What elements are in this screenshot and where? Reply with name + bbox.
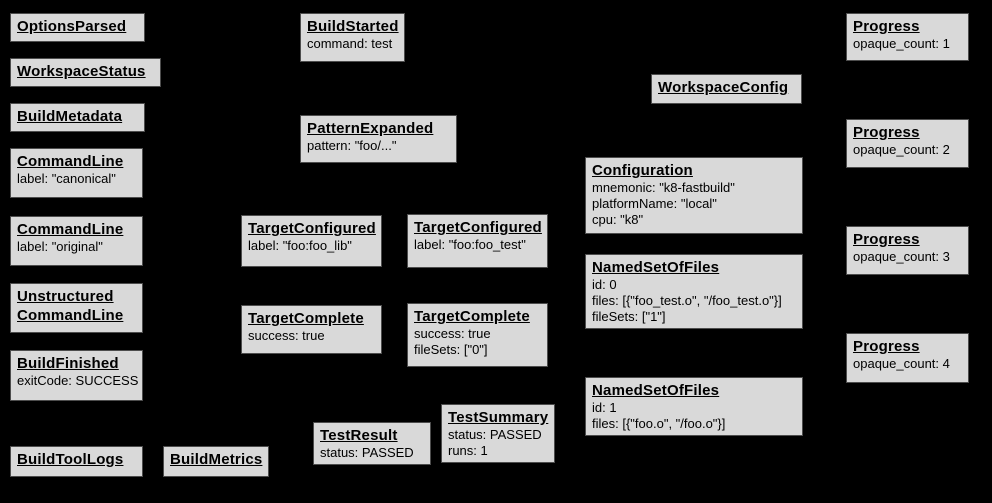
event-title: WorkspaceConfig	[658, 79, 789, 96]
event-title: TargetConfigured	[248, 220, 376, 237]
event-box-unstructured-command-line: Unstructured CommandLine	[10, 283, 143, 333]
event-field: label: "foo:foo_lib"	[248, 238, 352, 253]
event-field: fileSets: ["0"]	[414, 342, 488, 357]
event-title: TestSummary	[448, 409, 549, 426]
event-title: BuildToolLogs	[17, 451, 124, 468]
event-field: success: true	[414, 326, 491, 341]
event-box-options-parsed: OptionsParsed	[10, 13, 145, 42]
event-box-build-tool-logs: BuildToolLogs	[10, 446, 143, 477]
event-title: Configuration	[592, 162, 693, 179]
event-box-build-metadata: BuildMetadata	[10, 103, 145, 132]
event-field: status: PASSED	[320, 445, 414, 460]
event-title: BuildMetadata	[17, 108, 123, 125]
event-title: TestResult	[320, 427, 398, 444]
event-title: BuildStarted	[307, 18, 399, 35]
event-field: files: [{"foo_test.o", "/foo_test.o"}]	[592, 293, 782, 308]
event-field: pattern: "foo/..."	[307, 138, 397, 153]
event-box-build-metrics: BuildMetrics	[163, 446, 269, 477]
event-field: label: "foo:foo_test"	[414, 237, 526, 252]
event-field: id: 0	[592, 277, 617, 292]
event-title: CommandLine	[17, 153, 124, 170]
event-title: BuildFinished	[17, 355, 119, 372]
event-title: Progress	[853, 231, 920, 248]
event-field: opaque_count: 4	[853, 356, 950, 371]
event-field: id: 1	[592, 400, 617, 415]
event-title: Progress	[853, 124, 920, 141]
event-field: status: PASSED	[448, 427, 542, 442]
event-field: opaque_count: 3	[853, 249, 950, 264]
event-field: runs: 1	[448, 443, 488, 458]
event-title: NamedSetOfFiles	[592, 259, 720, 276]
event-box-workspace-status: WorkspaceStatus	[10, 58, 161, 87]
event-field: cpu: "k8"	[592, 212, 644, 227]
event-field: label: "canonical"	[17, 171, 116, 186]
event-field: platformName: "local"	[592, 196, 717, 211]
event-field: label: "original"	[17, 239, 103, 254]
event-title: OptionsParsed	[17, 18, 127, 35]
event-field: mnemonic: "k8-fastbuild"	[592, 180, 735, 195]
event-field: exitCode: SUCCESS	[17, 373, 139, 388]
event-field: files: [{"foo.o", "/foo.o"}]	[592, 416, 726, 431]
event-title: TargetComplete	[414, 308, 530, 325]
event-field: command: test	[307, 36, 393, 51]
event-title: BuildMetrics	[170, 451, 263, 468]
event-title: TargetConfigured	[414, 219, 542, 236]
event-title: WorkspaceStatus	[17, 63, 146, 80]
event-field: fileSets: ["1"]	[592, 309, 666, 324]
event-title: Unstructured CommandLine	[17, 288, 124, 324]
event-box-workspace-config: WorkspaceConfig	[651, 74, 802, 104]
event-title: Progress	[853, 18, 920, 35]
event-field: opaque_count: 1	[853, 36, 950, 51]
event-title: Progress	[853, 338, 920, 355]
event-field: opaque_count: 2	[853, 142, 950, 157]
event-title: CommandLine	[17, 221, 124, 238]
event-title: TargetComplete	[248, 310, 364, 327]
event-title: PatternExpanded	[307, 120, 434, 137]
event-title: NamedSetOfFiles	[592, 382, 720, 399]
event-field: success: true	[248, 328, 325, 343]
